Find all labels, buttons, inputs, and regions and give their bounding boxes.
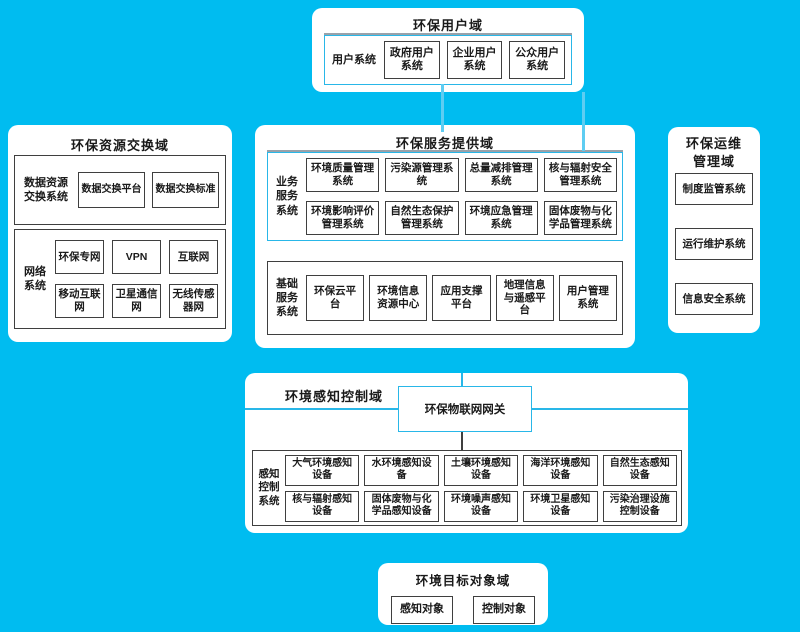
gateway-down-connector-line	[461, 432, 463, 451]
system-box: 数据交换标准	[152, 172, 219, 208]
group-data-exchange-label: 数据资源交换系统	[24, 176, 68, 203]
network-grid: 环保专网 VPN 互联网 移动互联网 卫星通信网 无线传感器网	[55, 240, 218, 318]
object-box: 控制对象	[473, 596, 535, 624]
gateway-top-connector-line	[461, 373, 463, 387]
target-objects-row: 感知对象 控制对象	[378, 589, 548, 624]
iot-gateway-box: 环保物联网网关	[398, 386, 532, 432]
domain-service-title: 环保服务提供域	[395, 136, 494, 151]
group-user-systems: 用户系统 政府用户系统 企业用户系统 公众用户系统	[324, 35, 572, 85]
domain-sensing-title: 环境感知控制域	[285, 389, 384, 404]
system-box: 制度监管系统	[675, 173, 753, 205]
system-box: 核与辐射安全管理系统	[543, 158, 617, 192]
group-basic-services: 基础服务系统 环保云平台 环境信息资源中心 应用支撑平台 地理信息与遥感平台 用…	[267, 261, 623, 335]
system-box: 环境影响评价管理系统	[306, 201, 380, 235]
group-data-exchange: 数据资源交换系统 数据交换平台 数据交换标准	[14, 155, 226, 225]
domain-user-title: 环保用户域	[412, 18, 483, 33]
device-box: 环境卫星感知设备	[523, 490, 598, 522]
domain-user: 环保用户域 用户系统 政府用户系统 企业用户系统 公众用户系统	[312, 8, 584, 92]
basic-grid: 环保云平台 环境信息资源中心 应用支撑平台 地理信息与遥感平台 用户管理系统	[306, 275, 617, 321]
group-sensing-control-label: 感知控制系统	[258, 467, 280, 507]
device-box: 海洋环境感知设备	[523, 454, 598, 486]
system-box: 总量减排管理系统	[464, 158, 538, 192]
sensing-grid: 大气环境感知设备 水环境感知设备 土壤环境感知设备 海洋环境感知设备 自然生态感…	[285, 454, 677, 522]
system-box: 应用支撑平台	[432, 275, 491, 321]
gateway-left-connector-line	[245, 408, 399, 410]
system-box: 运行维护系统	[675, 228, 753, 260]
domain-ops: 环保运维管理域 制度监管系统 运行维护系统 信息安全系统	[668, 127, 760, 333]
group-business-services-label: 业务服务系统	[276, 176, 298, 217]
device-box: 土壤环境感知设备	[443, 454, 519, 486]
system-box: 公众用户系统	[509, 41, 566, 79]
domain-ops-title: 环保运维管理域	[685, 136, 742, 169]
domain-sensing: 环境感知控制域 环保物联网网关 感知控制系统 大气环境感知设备 水环境感知设备 …	[245, 373, 688, 533]
system-box: 环境质量管理系统	[306, 158, 380, 192]
device-box: 水环境感知设备	[364, 454, 439, 486]
system-box: 卫星通信网	[112, 284, 161, 318]
device-box: 大气环境感知设备	[285, 454, 360, 486]
group-network-systems-label: 网络系统	[24, 265, 46, 292]
system-box: 环境信息资源中心	[369, 275, 428, 321]
object-box: 感知对象	[391, 596, 453, 624]
user-right-to-service-connector-line	[582, 92, 585, 151]
system-box: 环境应急管理系统	[464, 201, 538, 235]
domain-service: 环保服务提供域 业务服务系统 环境质量管理系统 污染源管理系统 总量减排管理系统…	[255, 125, 635, 348]
system-box: 互联网	[169, 240, 218, 274]
system-box: 用户管理系统	[558, 275, 617, 321]
domain-exchange: 环保资源交换域 数据资源交换系统 数据交换平台 数据交换标准 网络系统 环保专网…	[8, 125, 232, 342]
business-grid: 环境质量管理系统 污染源管理系统 总量减排管理系统 核与辐射安全管理系统 环境影…	[306, 158, 617, 235]
system-box: 数据交换平台	[78, 172, 145, 208]
group-basic-services-label: 基础服务系统	[276, 277, 298, 319]
device-box: 核与辐射感知设备	[285, 490, 360, 522]
system-box: 环保专网	[55, 240, 104, 274]
system-box: 自然生态保护管理系统	[385, 201, 459, 235]
user-to-service-connector-line	[441, 84, 444, 132]
group-network-systems: 网络系统 环保专网 VPN 互联网 移动互联网 卫星通信网 无线传感器网	[14, 229, 226, 329]
system-box: 政府用户系统	[384, 41, 440, 79]
system-box: 地理信息与遥感平台	[495, 275, 554, 321]
device-box: 固体废物与化学品感知设备	[364, 490, 439, 522]
group-sensing-control: 感知控制系统 大气环境感知设备 水环境感知设备 土壤环境感知设备 海洋环境感知设…	[252, 450, 682, 526]
system-box: VPN	[112, 240, 161, 274]
system-box: 环保云平台	[306, 275, 365, 321]
device-box: 污染治理设施控制设备	[602, 490, 677, 522]
domain-target-title: 环境目标对象域	[415, 574, 511, 588]
system-box: 信息安全系统	[675, 283, 753, 315]
system-box: 无线传感器网	[169, 284, 218, 318]
system-box: 移动互联网	[55, 284, 104, 318]
device-box: 自然生态感知设备	[602, 454, 677, 486]
system-box: 固体废物与化学品管理系统	[543, 201, 617, 235]
system-box: 污染源管理系统	[385, 158, 459, 192]
group-user-systems-label: 用户系统	[332, 53, 376, 66]
domain-exchange-title: 环保资源交换域	[70, 138, 169, 153]
system-box: 企业用户系统	[446, 41, 503, 79]
device-box: 环境噪声感知设备	[443, 490, 519, 522]
domain-target: 环境目标对象域 感知对象 控制对象	[378, 563, 548, 625]
group-business-services: 业务服务系统 环境质量管理系统 污染源管理系统 总量减排管理系统 核与辐射安全管…	[267, 152, 623, 241]
gateway-right-connector-line	[531, 408, 688, 410]
